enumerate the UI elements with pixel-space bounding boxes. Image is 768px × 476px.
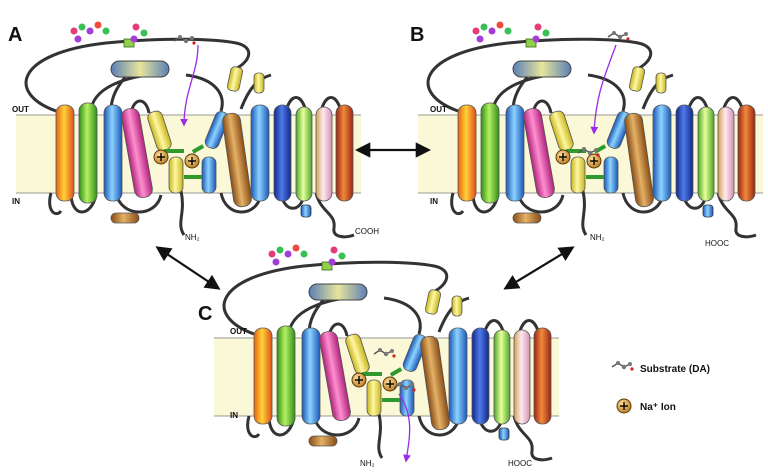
- c-terminus-label-a: COOH: [355, 227, 379, 236]
- in-label-b: IN: [430, 197, 438, 206]
- substrate-pathway-arrow: [180, 44, 199, 127]
- panel-label-b: B: [410, 24, 424, 46]
- in-label-a: IN: [12, 197, 20, 206]
- legend: Substrate (DA) Na⁺ Ion: [611, 360, 710, 414]
- panel-c: [212, 243, 561, 463]
- substrate-legend-icon: [611, 360, 635, 372]
- out-label-c: OUT: [230, 327, 247, 336]
- n-terminus-label-a: NH₂: [185, 233, 200, 242]
- substrate-legend-label: Substrate (DA): [640, 364, 710, 375]
- panel-b: [416, 20, 765, 239]
- n-terminus-label-c: NH₂: [360, 459, 375, 468]
- panel-a: [14, 20, 363, 239]
- arrow-b-c: [503, 246, 575, 290]
- out-label-b: OUT: [430, 105, 447, 114]
- c-terminus-label-b: HOOC: [705, 239, 729, 248]
- n-terminus-label-b: NH₂: [590, 233, 605, 242]
- c-terminus-label-c: HOOC: [508, 459, 532, 468]
- arrow-a-c: [155, 246, 221, 290]
- substrate-pathway-arrow: [398, 393, 411, 463]
- panel-label-c: C: [198, 303, 212, 325]
- panel-label-a: A: [8, 24, 22, 46]
- out-label-a: OUT: [12, 105, 29, 114]
- in-label-c: IN: [230, 411, 238, 420]
- ion-legend-label: Na⁺ Ion: [640, 402, 676, 413]
- substrate-pathway-arrow: [590, 44, 617, 135]
- ion-legend-icon: [616, 398, 632, 414]
